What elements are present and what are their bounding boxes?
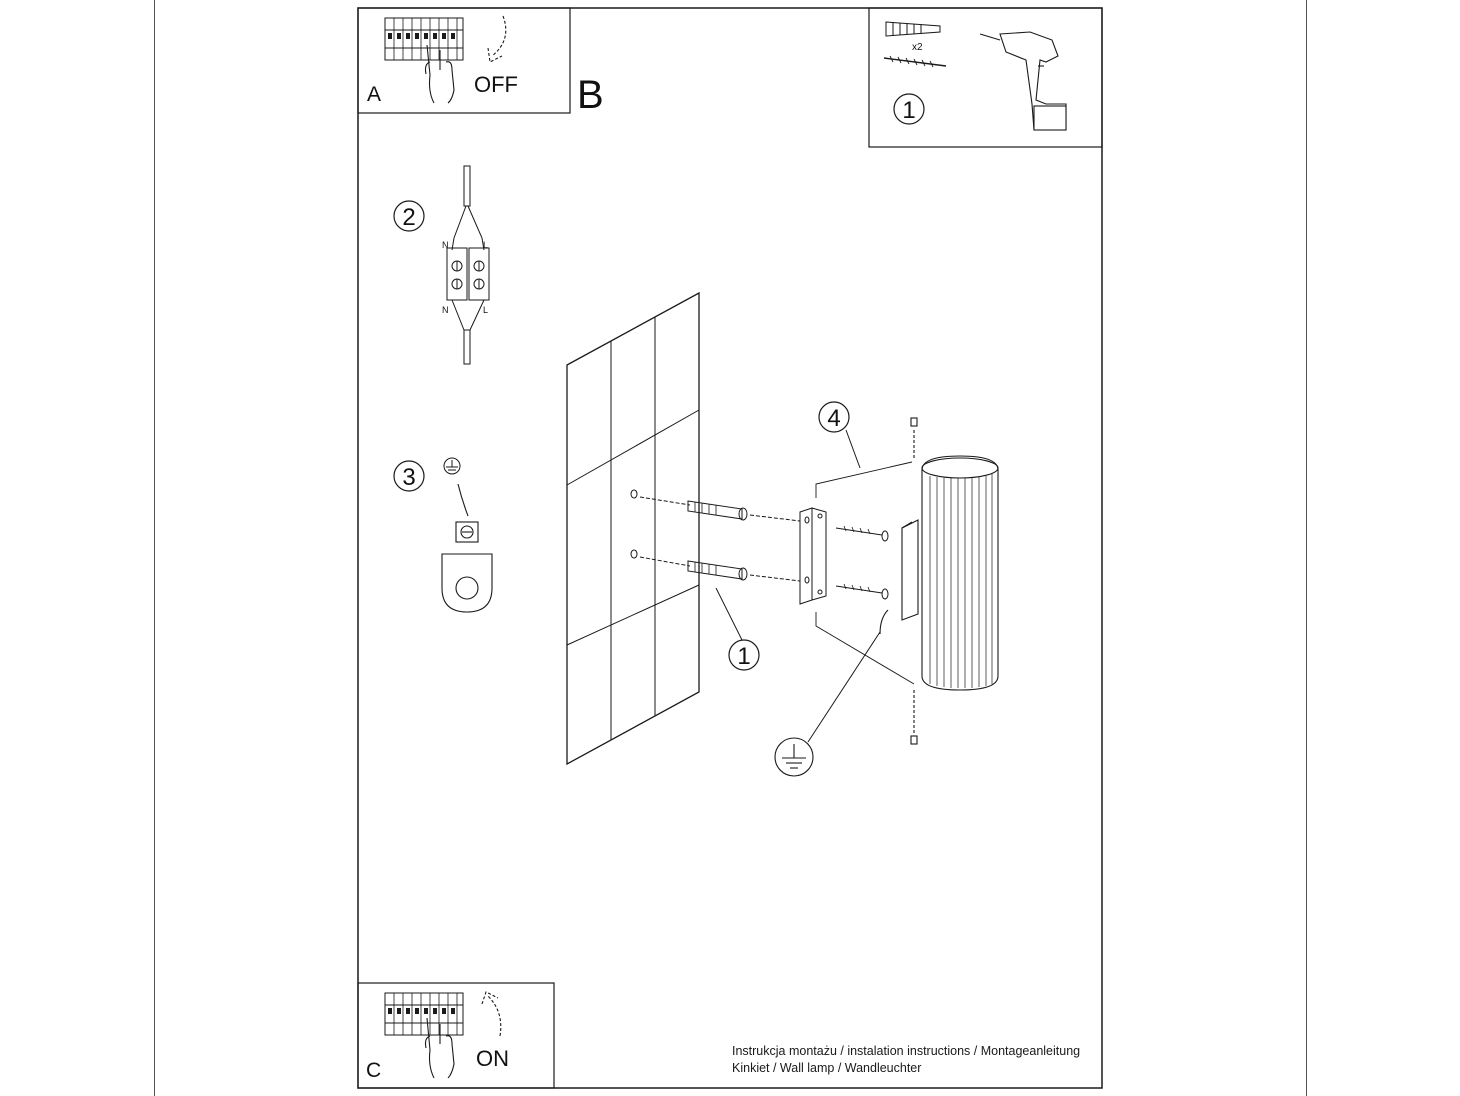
neutral-label-top: N [442,240,449,250]
terminal-block-icon [446,165,490,365]
step-2-badge: 2 [393,200,425,232]
panel-c-action: ON [476,1046,509,1071]
ground-symbol-icon [443,457,461,475]
callout-1-number: 1 [737,643,750,670]
footer-caption: Instrukcja montażu / instalation instruc… [732,1043,1080,1077]
panel-c-letter: C [366,1059,381,1082]
wall-lamp-body [879,417,999,745]
arrow-down-icon [487,15,507,63]
panel-a-letter: A [367,83,381,106]
mounting-hardware [630,489,889,605]
breaker-box-icon [384,17,464,61]
panel-c-frame [357,982,555,1089]
hand-icon [424,44,455,104]
page-border-left [154,0,155,1096]
panel-tools-frame [868,7,1103,148]
step-1-number: 1 [902,97,915,124]
breaker-box-icon-c [384,992,464,1036]
live-label-bottom: L [483,305,488,315]
footer-line-1: Instrukcja montażu / instalation instruc… [732,1044,1081,1058]
neutral-label-bottom: N [442,305,449,315]
step-2-number: 2 [402,204,415,231]
step-1-badge: 1 [893,93,925,125]
hand-icon-c [424,1017,455,1079]
step-4-badge: 4 [818,401,850,433]
panel-a-action: OFF [474,72,518,97]
assembly-outline [815,461,915,685]
page-border-right [1306,0,1307,1096]
callout-1-leader [715,587,743,641]
step-3-badge: 3 [393,460,425,492]
screw-icon [883,55,947,68]
drill-icon [979,31,1067,131]
step-1-callout-badge: 1 [728,639,760,671]
live-label-top: L [483,240,488,250]
panel-a-frame [357,7,571,114]
arrow-up-icon [481,991,502,1037]
step-3-number: 3 [402,464,415,491]
ground-leader [807,631,881,743]
quantity-label: x2 [912,42,923,53]
wall-tiles [566,291,700,766]
dowel-icon [885,21,941,37]
callout-4-leader [845,429,861,469]
step-4-number: 4 [827,405,840,432]
panel-b-letter: B [577,73,604,117]
ground-terminal-icon [441,483,493,613]
footer-line-2: Kinkiet / Wall lamp / Wandleuchter [732,1061,922,1075]
ground-callout-icon [774,737,814,777]
main-frame [357,7,1103,1089]
